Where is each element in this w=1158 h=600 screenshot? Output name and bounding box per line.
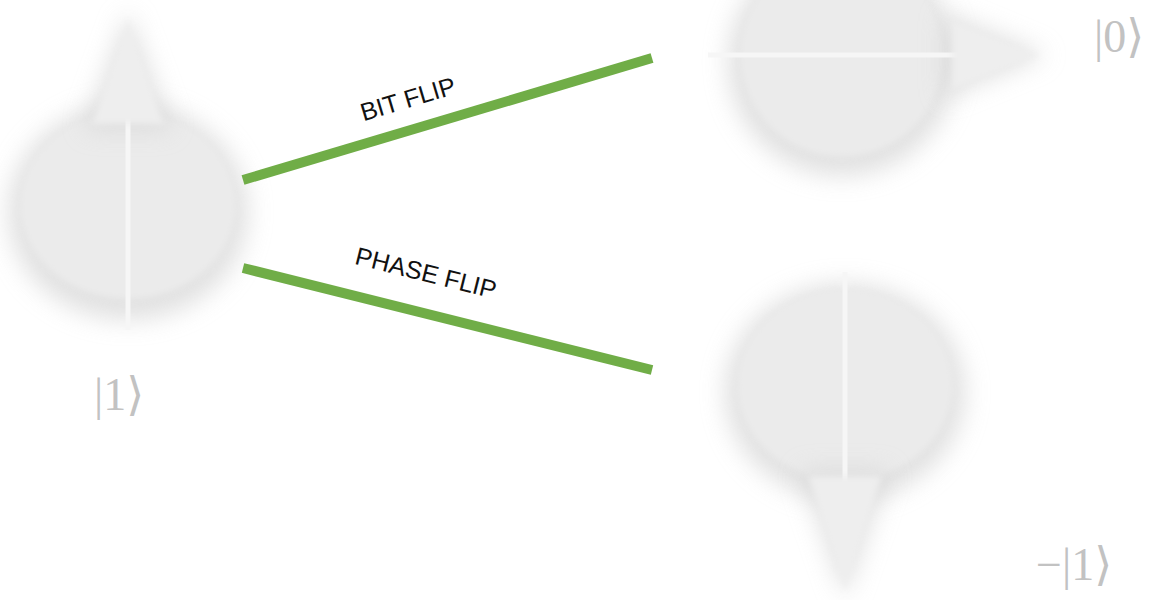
qubit-state-node: −|1⟩ xyxy=(652,270,1158,600)
qubit-state-node: |1⟩ xyxy=(0,0,243,450)
bloch-sphere xyxy=(708,0,1048,176)
bloch-sphere xyxy=(725,272,965,600)
edge-label: BIT FLIP xyxy=(357,73,458,125)
flip-connector xyxy=(243,268,652,370)
ket-label: |1⟩ xyxy=(94,372,144,418)
flip-connector xyxy=(243,58,652,180)
ket-label: |0⟩ xyxy=(1094,14,1144,60)
bloch-sphere xyxy=(8,10,248,330)
ket-label: −|1⟩ xyxy=(1036,542,1112,588)
qubit-state-node: |0⟩ xyxy=(652,0,1158,170)
edge-label: PHASE FLIP xyxy=(352,243,498,302)
